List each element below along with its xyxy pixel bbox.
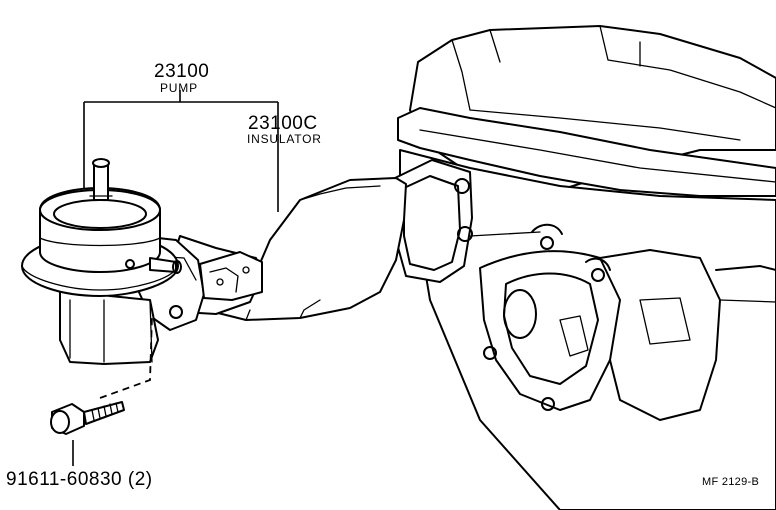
bolt — [50, 401, 125, 435]
insulator-part-name: INSULATOR — [247, 132, 322, 146]
pump-part-name: PUMP — [160, 81, 198, 95]
figure-code: MF 2129-B — [702, 476, 760, 488]
insulator-part-number: 23100C — [248, 113, 318, 134]
pump-part-number: 23100 — [154, 61, 210, 82]
engine-cylinder-head — [394, 25, 776, 510]
installation-dashed-line — [99, 315, 153, 399]
pump-lever — [199, 251, 263, 301]
bolt-part-number: 91611-60830 (2) — [6, 469, 153, 490]
fuel-pump — [21, 158, 263, 365]
pump-leader-line — [83, 90, 279, 188]
